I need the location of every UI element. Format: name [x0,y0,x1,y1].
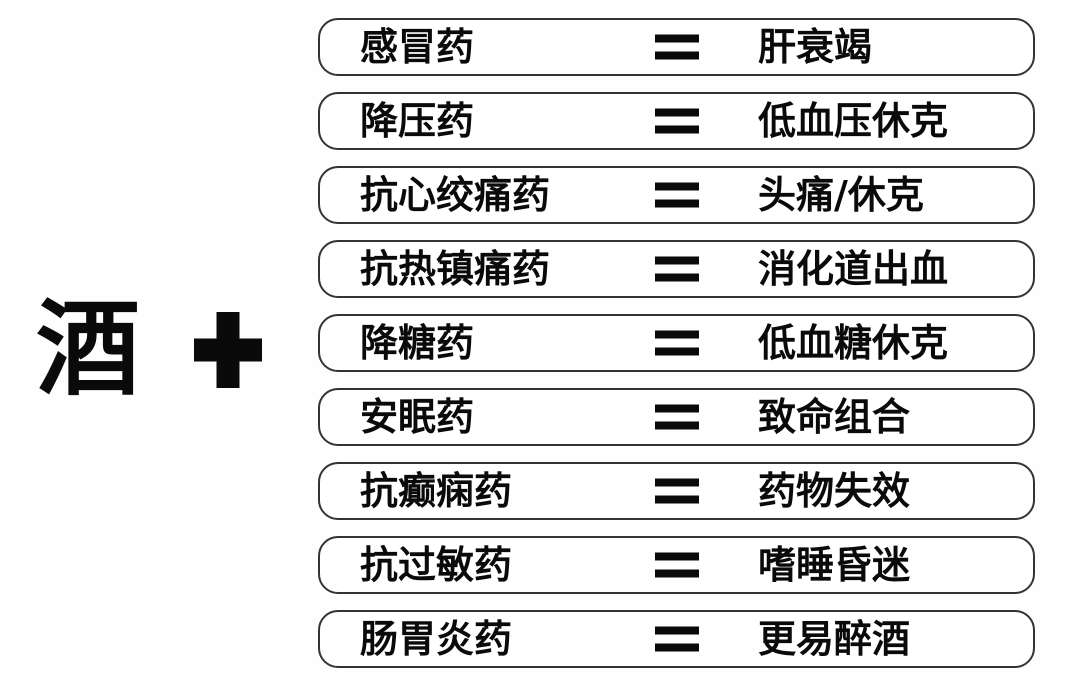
medicine-row-antihypertensive: 降压药 低血压休克 [318,92,1035,150]
result-label: 药物失效 [758,469,911,513]
equals-bottom-bar [655,421,699,430]
medicine-row-antipyretic-analgesic: 抗热镇痛药 消化道出血 [318,240,1035,298]
medicine-label: 降压药 [360,99,475,143]
result-label: 消化道出血 [758,247,949,291]
equals-bottom-bar [655,199,699,208]
result-label: 更易醉酒 [758,617,911,661]
equals-top-bar [655,34,699,43]
equals-top-bar [655,626,699,635]
medicine-label: 肠胃炎药 [360,617,513,661]
equals-top-bar [655,552,699,561]
equals-icon [655,330,699,356]
result-label: 致命组合 [758,395,911,439]
medicine-row-antiallergic: 抗过敏药 嗜睡昏迷 [318,536,1035,594]
equals-icon [655,182,699,208]
equals-top-bar [655,330,699,339]
result-label: 头痛/休克 [758,173,924,217]
medicine-row-antianginal: 抗心绞痛药 头痛/休克 [318,166,1035,224]
equals-top-bar [655,108,699,117]
equals-bottom-bar [655,347,699,356]
plus-horizontal-bar [194,338,263,362]
plus-icon [194,312,263,388]
result-label: 嗜睡昏迷 [758,543,911,587]
result-label: 低血糖休克 [758,321,949,365]
equals-bottom-bar [655,51,699,60]
equals-bottom-bar [655,569,699,578]
medicine-row-hypoglycemic: 降糖药 低血糖休克 [318,314,1035,372]
alcohol-character: 酒 [36,288,141,410]
medicine-label: 抗过敏药 [360,543,513,587]
medicine-label: 安眠药 [360,395,475,439]
medicine-row-antiepileptic: 抗癫痫药 药物失效 [318,462,1035,520]
equals-icon [655,108,699,134]
alcohol-plus-group: 酒 [36,0,263,698]
equals-top-bar [655,478,699,487]
medicine-label: 感冒药 [360,25,475,69]
equals-icon [655,34,699,60]
medicine-label: 降糖药 [360,321,475,365]
result-label: 低血压休克 [758,99,949,143]
medicine-label: 抗热镇痛药 [360,247,551,291]
equals-icon [655,626,699,652]
equals-bottom-bar [655,495,699,504]
medicine-label: 抗心绞痛药 [360,173,551,217]
equals-bottom-bar [655,273,699,282]
equals-icon [655,404,699,430]
medicine-label: 抗癫痫药 [360,469,513,513]
equals-icon [655,478,699,504]
equals-top-bar [655,182,699,191]
equals-top-bar [655,404,699,413]
result-label: 肝衰竭 [758,25,873,69]
equals-icon [655,552,699,578]
medicine-rows: 感冒药 肝衰竭 降压药 低血压休克 抗心绞痛药 头痛/休克 抗热镇痛药 消化道出… [318,18,1035,668]
equals-icon [655,256,699,282]
equals-bottom-bar [655,643,699,652]
medicine-row-gastroenteritis: 肠胃炎药 更易醉酒 [318,610,1035,668]
equals-bottom-bar [655,125,699,134]
medicine-row-cold: 感冒药 肝衰竭 [318,18,1035,76]
equals-top-bar [655,256,699,265]
medicine-row-sleeping-pill: 安眠药 致命组合 [318,388,1035,446]
